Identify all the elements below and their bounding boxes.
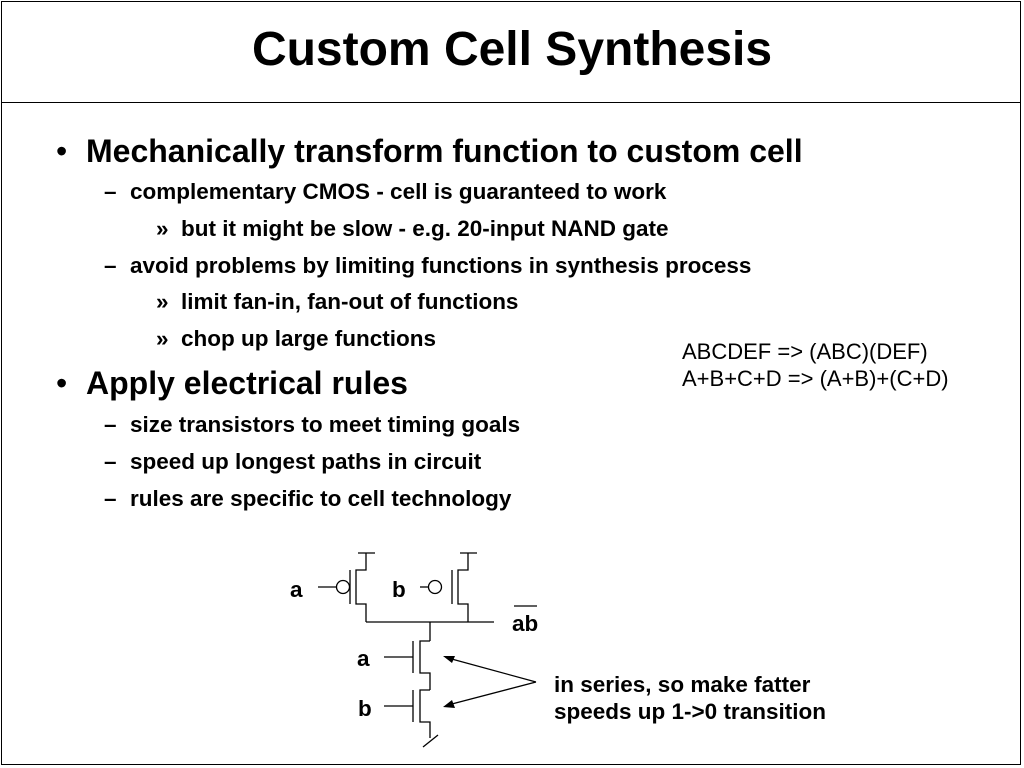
bullet-item: Mechanically transform function to custo… xyxy=(86,133,803,169)
bullet-marker: – xyxy=(104,179,117,204)
pmos-b-gate-label: b xyxy=(392,577,406,602)
bullet-item: rules are specific to cell technology xyxy=(130,486,512,511)
nmos-a-gate-label: a xyxy=(357,646,370,671)
bullet-item: chop up large functions xyxy=(181,326,437,351)
bullet-marker: • xyxy=(56,365,68,401)
slide-title: Custom Cell Synthesis xyxy=(251,23,773,76)
bullet-marker: » xyxy=(156,326,169,351)
bullet-marker: – xyxy=(104,412,117,437)
bullet-marker: • xyxy=(56,133,68,169)
bullet-item: speed up longest paths in circuit xyxy=(130,449,482,474)
bullet-item: size transistors to meet timing goals xyxy=(130,412,521,437)
side-note-line-2: A+B+C+D => (A+B)+(C+D) xyxy=(682,366,949,391)
bullet-item: complementary CMOS - cell is guaranteed … xyxy=(130,179,667,204)
callout-line-1: in series, so make fatter xyxy=(554,672,811,697)
side-note-line-1: ABCDEF => (ABC)(DEF) xyxy=(682,339,928,364)
title-box xyxy=(1,1,1021,103)
output-label: ab xyxy=(512,611,539,636)
bullet-marker: – xyxy=(104,449,117,474)
bullet-marker: – xyxy=(104,253,117,278)
nmos-b-gate-label: b xyxy=(358,696,372,721)
bullet-marker: – xyxy=(104,486,117,511)
bullet-item: avoid problems by limiting functions in … xyxy=(130,253,752,278)
bullet-item: but it might be slow - e.g. 20-input NAN… xyxy=(181,216,669,241)
bullet-item: Apply electrical rules xyxy=(86,365,408,401)
callout-line-2: speeds up 1->0 transition xyxy=(554,699,826,724)
bullet-marker: » xyxy=(156,216,169,241)
pmos-a-gate-label: a xyxy=(290,577,303,602)
bullet-marker: » xyxy=(156,289,169,314)
bullet-item: limit fan-in, fan-out of functions xyxy=(181,289,519,314)
